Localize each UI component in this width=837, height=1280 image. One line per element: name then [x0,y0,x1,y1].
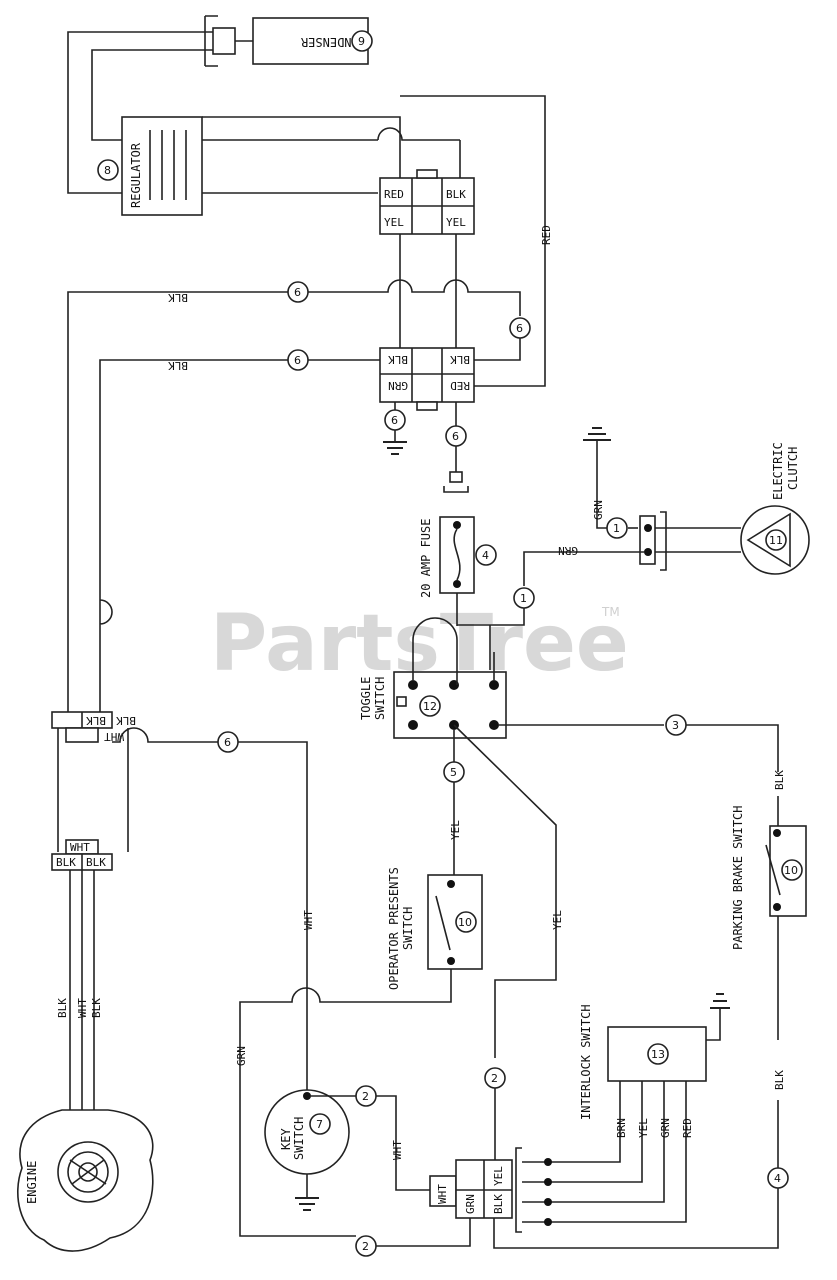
toggle-ref: 12 [423,700,437,713]
toggle-label-2: SWITCH [373,677,387,720]
wire-label-red: RED [540,225,553,245]
conn-mid-grn: GRN [388,379,408,392]
interlock-wire-yel: YEL [637,1118,650,1138]
conn-mid-blk-1: BLK [388,353,408,366]
condenser: CONDENSER 9 [204,15,373,67]
watermark-tm: TM [601,605,620,619]
conn-eng2-wht: WHT [70,841,90,854]
ref-1-a: 1 [613,522,620,535]
eng-wire-wht: WHT [76,998,89,1018]
interlock-label: INTERLOCK SWITCH [579,1004,593,1120]
key-label-1: KEY [279,1128,293,1150]
conn-key-blk: BLK [492,1194,505,1214]
ref-6-f: 6 [224,736,231,749]
engine-connector-top: BLK BLK WHT [51,711,136,743]
interlock-ref: 13 [651,1048,665,1061]
conn-top-yel-1: YEL [384,216,404,229]
condenser-ref: 9 [358,35,365,48]
clutch-ref: 11 [769,534,783,547]
engine-connector-bottom: WHT BLK BLK [51,839,113,871]
ref-6-d: 6 [391,414,398,427]
interlock-wire-brn: BRN [615,1118,628,1138]
ref-2-a: 2 [491,1072,498,1085]
operator-label-2: SWITCH [401,907,415,950]
parking-ref: 10 [784,864,798,877]
wire-label-wht-1: WHT [302,910,315,930]
ref-5: 5 [450,766,457,779]
ground-icon [383,441,407,455]
engine-label: ENGINE [25,1161,39,1204]
ref-6-e: 6 [452,430,459,443]
conn-key-grn: GRN [464,1194,477,1214]
regulator-ref: 8 [104,164,111,177]
conn-eng2-blk-1: BLK [56,856,76,869]
toggle-switch: 12 TOGGLE SWITCH [359,671,507,739]
ref-4: 4 [774,1172,781,1185]
toggle-label-1: TOGGLE [359,677,373,720]
wire-label-grn-1: GRN [592,500,605,520]
electric-clutch: 11 ELECTRIC CLUTCH [740,442,810,575]
clutch-label-1: ELECTRIC [771,442,785,500]
fuse-ref: 4 [482,549,489,562]
eng-wire-blk: BLK [56,998,69,1018]
regulator-label: REGULATOR [129,142,143,208]
wire-label-blk-3: BLK [773,770,786,790]
wire-label-yel-1: YEL [449,820,462,840]
regulator: REGULATOR 8 [97,116,203,216]
engine: ENGINE [17,1109,154,1252]
conn-top-yel-2: YEL [446,216,466,229]
ref-6-b: 6 [516,322,523,335]
wire-label-yel-2: YEL [551,910,564,930]
wire-label-blk-2: BLK [168,359,188,372]
ref-1-b: 1 [520,592,527,605]
conn-mid-red: RED [450,379,470,392]
conn-mid-blk-2: BLK [450,353,470,366]
key-connector: WHT GRN BLK YEL [429,1159,513,1219]
middle-connector: BLK BLK GRN RED [379,347,475,411]
ref-2-c: 2 [362,1090,369,1103]
fuse: 20 AMP FUSE 4 [419,516,497,598]
wire-label-blk-4: BLK [773,1070,786,1090]
wire-label-grn-2: GRN [558,544,578,557]
wire-label-blk-1: BLK [168,291,188,304]
operator-ref: 10 [458,916,472,929]
ref-3: 3 [672,719,679,732]
wire-label-grn-3: GRN [235,1046,248,1066]
conn-top-blk: BLK [446,188,466,201]
ref-6-a: 6 [294,286,301,299]
ref-2-b: 2 [362,1240,369,1253]
conn-key-wht: WHT [436,1184,449,1204]
condenser-label: CONDENSER [300,35,366,49]
key-label-2: SWITCH [292,1117,306,1160]
top-connector: RED BLK YEL YEL [379,169,475,235]
eng-wire-blk-2: BLK [90,998,103,1018]
wire-label-wht-2: WHT [391,1140,404,1160]
conn-eng-wht: WHT [104,730,124,743]
parking-label: PARKING BRAKE SWITCH [731,806,745,951]
conn-eng-blk-1: BLK [86,714,106,727]
interlock-wire-grn: GRN [659,1118,672,1138]
interlock-wire-red: RED [681,1118,694,1138]
interlock-switch: 13 INTERLOCK SWITCH [579,1004,707,1120]
ref-6-c: 6 [294,354,301,367]
conn-top-red: RED [384,188,404,201]
conn-eng-blk-2: BLK [116,714,136,727]
conn-eng2-blk-2: BLK [86,856,106,869]
operator-label-1: OPERATOR PRESENTS [387,867,401,990]
clutch-label-2: CLUTCH [786,447,800,490]
conn-key-yel: YEL [492,1166,505,1186]
operator-presents-switch: 10 OPERATOR PRESENTS SWITCH [387,867,483,990]
fuse-label: 20 AMP FUSE [419,519,433,598]
key-ref: 7 [316,1118,323,1131]
parking-brake-switch: 10 PARKING BRAKE SWITCH [731,806,807,951]
key-switch: 7 KEY SWITCH [264,1089,350,1175]
